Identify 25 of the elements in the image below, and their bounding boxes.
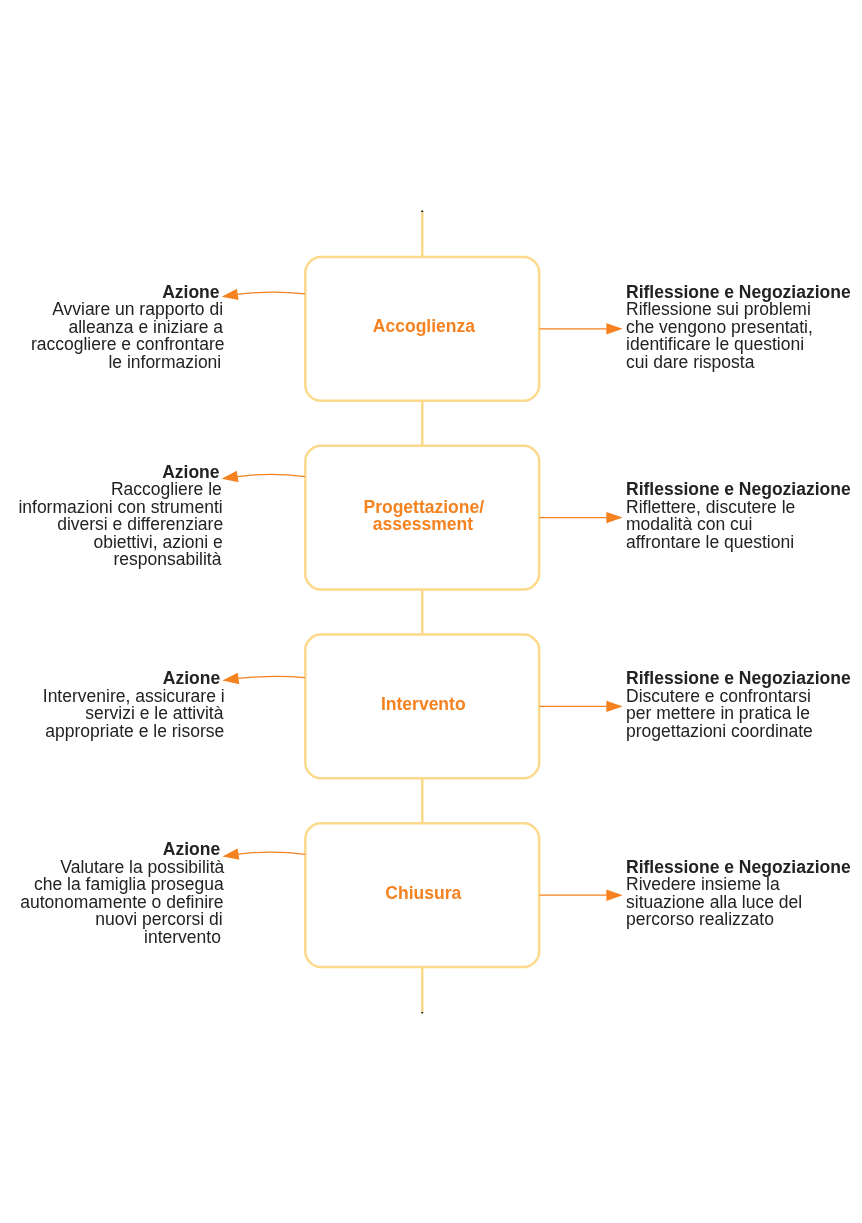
connector — [421, 400, 424, 446]
node-text: Azione Avviare un rapporto di alleanza e iniziare a raccogliere e confrontare le informazioni — [30, 281, 225, 372]
arrow — [538, 322, 623, 334]
node-text: Azione Raccogliere le informazioni con strumenti diversi e differenziare obiettivi, azioni e responsabilità — [18, 461, 224, 569]
arrow — [538, 700, 623, 712]
arrow — [221, 288, 306, 300]
node-text: Riflessione e Negoziazione Rivedere insieme la situazione alla luce del percorso realizzato — [626, 856, 851, 929]
node-box: Chiusura — [304, 821, 541, 968]
node-text: Azione Intervenire, assicurare i servizi e le attività appropriate e le risorse — [42, 667, 225, 741]
arrow — [222, 847, 306, 860]
connector — [421, 589, 424, 634]
arrow — [221, 470, 306, 482]
node-box: Progettazione/ assessment — [304, 443, 541, 591]
node-text: Riflessione e Negoziazione Riflettere, discutere le modalità con cui affrontare le questioni — [626, 478, 851, 552]
arrow — [222, 672, 306, 684]
node-text: Riflessione e Negoziazione Riflessione sui problemi che vengono presentati, identificare le questioni cui dare risposta — [626, 281, 851, 372]
arrow — [538, 511, 623, 523]
node-box: Accoglienza — [304, 255, 541, 402]
connector — [421, 966, 424, 1012]
node-text: Riflessione e Negoziazione Discutere e confrontarsi per mettere in pratica le progettazioni coordinate — [626, 667, 851, 741]
connector — [421, 778, 424, 823]
arrow — [538, 889, 623, 901]
node-box: Intervento — [304, 632, 541, 780]
node-text: Azione Valutare la possibilità che la famiglia prosegua autonomamente o definire nuovi percorsi di intervento — [20, 838, 225, 947]
connector — [421, 211, 424, 257]
